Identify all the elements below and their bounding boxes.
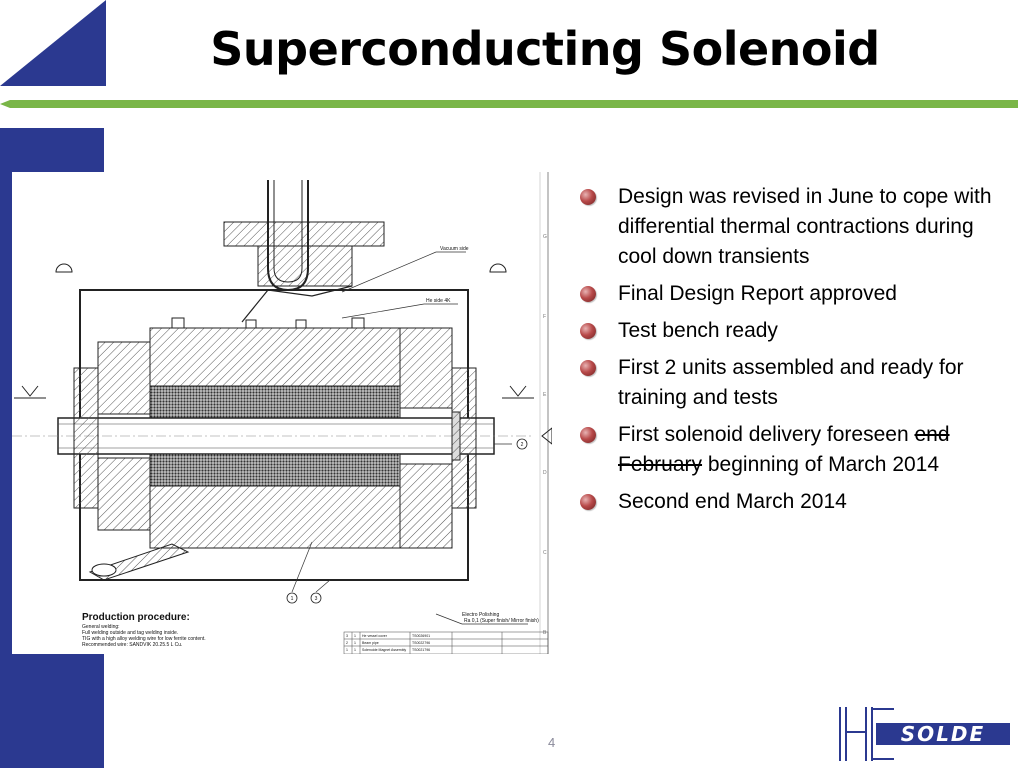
solenoid-drawing: G F E D C B [12, 172, 552, 654]
parts-row-2-ref: TS0022796 [412, 641, 430, 645]
bullet-text: Test bench ready [618, 319, 778, 342]
zone-letter-c: C [543, 550, 547, 556]
production-line: Full welding outside and tag welding ins… [82, 630, 179, 636]
bullet-text-after: beginning of March 2014 [702, 453, 940, 476]
he-side-label: He side 4K [426, 298, 451, 304]
bullet-text: First 2 units assembled and ready for tr… [618, 356, 964, 409]
corner-triangle [0, 0, 106, 86]
hesolde-logo: SOLDE [839, 707, 1010, 761]
vacuum-side-label: Vacuum side [440, 246, 469, 252]
bullet-marker-icon [580, 427, 596, 443]
production-procedure: Production procedure: General welding: F… [82, 612, 282, 648]
parts-row-1-pos: 1 [346, 648, 348, 652]
status-bullet-list: Design was revised in June to cope with … [580, 182, 1010, 524]
parts-row-1-qty: 1 [354, 648, 356, 652]
bullet-text: Second end March 2014 [618, 490, 847, 513]
bullet-text-before: First solenoid delivery foreseen [618, 423, 915, 446]
electro-polishing-label: Electro Polishing [462, 612, 499, 618]
production-procedure-title: Production procedure: [82, 612, 190, 623]
bullet-text: Design was revised in June to cope with … [618, 185, 992, 268]
callout-3: 3 [315, 596, 318, 602]
parts-row-3-qty: 1 [354, 634, 356, 638]
parts-row-2-pos: 2 [346, 641, 348, 645]
bullet-text-struck: end February [618, 423, 950, 476]
parts-row-3-ref: TS0026901 [412, 634, 430, 638]
production-line: Recommended wire: SANDVIK 20.25.5 L Cu. [82, 642, 183, 648]
bullet-marker-icon [580, 286, 596, 302]
bullet-item: Design was revised in June to cope with … [580, 182, 1010, 272]
parts-row-1-ref: TS0021796 [412, 648, 430, 652]
bullet-text: Final Design Report approved [618, 282, 897, 305]
bullet-marker-icon [580, 323, 596, 339]
svg-text:SOLDE: SOLDE [901, 722, 985, 746]
title-underline [0, 100, 1018, 108]
production-line: TIG with a high alloy welding wire for l… [82, 636, 206, 642]
zone-letter-b: B [543, 630, 547, 636]
zone-letter-e: E [543, 392, 547, 398]
bullet-item: Second end March 2014 [580, 487, 1010, 517]
bullet-item: First solenoid delivery foreseen end Feb… [580, 420, 1010, 480]
parts-row-3-pos: 3 [346, 634, 348, 638]
callout-1: 1 [291, 596, 294, 602]
finish-label: Ra 0,1 (Super finish/ Mirror finish) [464, 618, 539, 624]
bullet-marker-icon [580, 494, 596, 510]
zone-letter-g: G [543, 234, 547, 240]
bullet-marker-icon [580, 360, 596, 376]
zone-letter-d: D [543, 470, 547, 476]
parts-row-3-desc: He vessel cover [362, 634, 388, 638]
page-number: 4 [548, 735, 556, 750]
production-line: General welding: [82, 624, 120, 630]
bullet-item: Final Design Report approved [580, 279, 1010, 309]
parts-row-1-desc: Solenoide Magnet Assembly [362, 648, 406, 652]
bullet-item: First 2 units assembled and ready for tr… [580, 353, 1010, 413]
slide-title: Superconducting Solenoid [210, 22, 880, 76]
callout-2: 2 [521, 442, 524, 448]
parts-row-2-qty: 1 [354, 641, 356, 645]
bullet-marker-icon [580, 189, 596, 205]
zone-letter-f: F [543, 314, 546, 320]
bullet-item: Test bench ready [580, 316, 1010, 346]
drawing-canvas: G F E D C B [12, 172, 552, 654]
parts-row-2-desc: Beam pipe [362, 641, 379, 645]
